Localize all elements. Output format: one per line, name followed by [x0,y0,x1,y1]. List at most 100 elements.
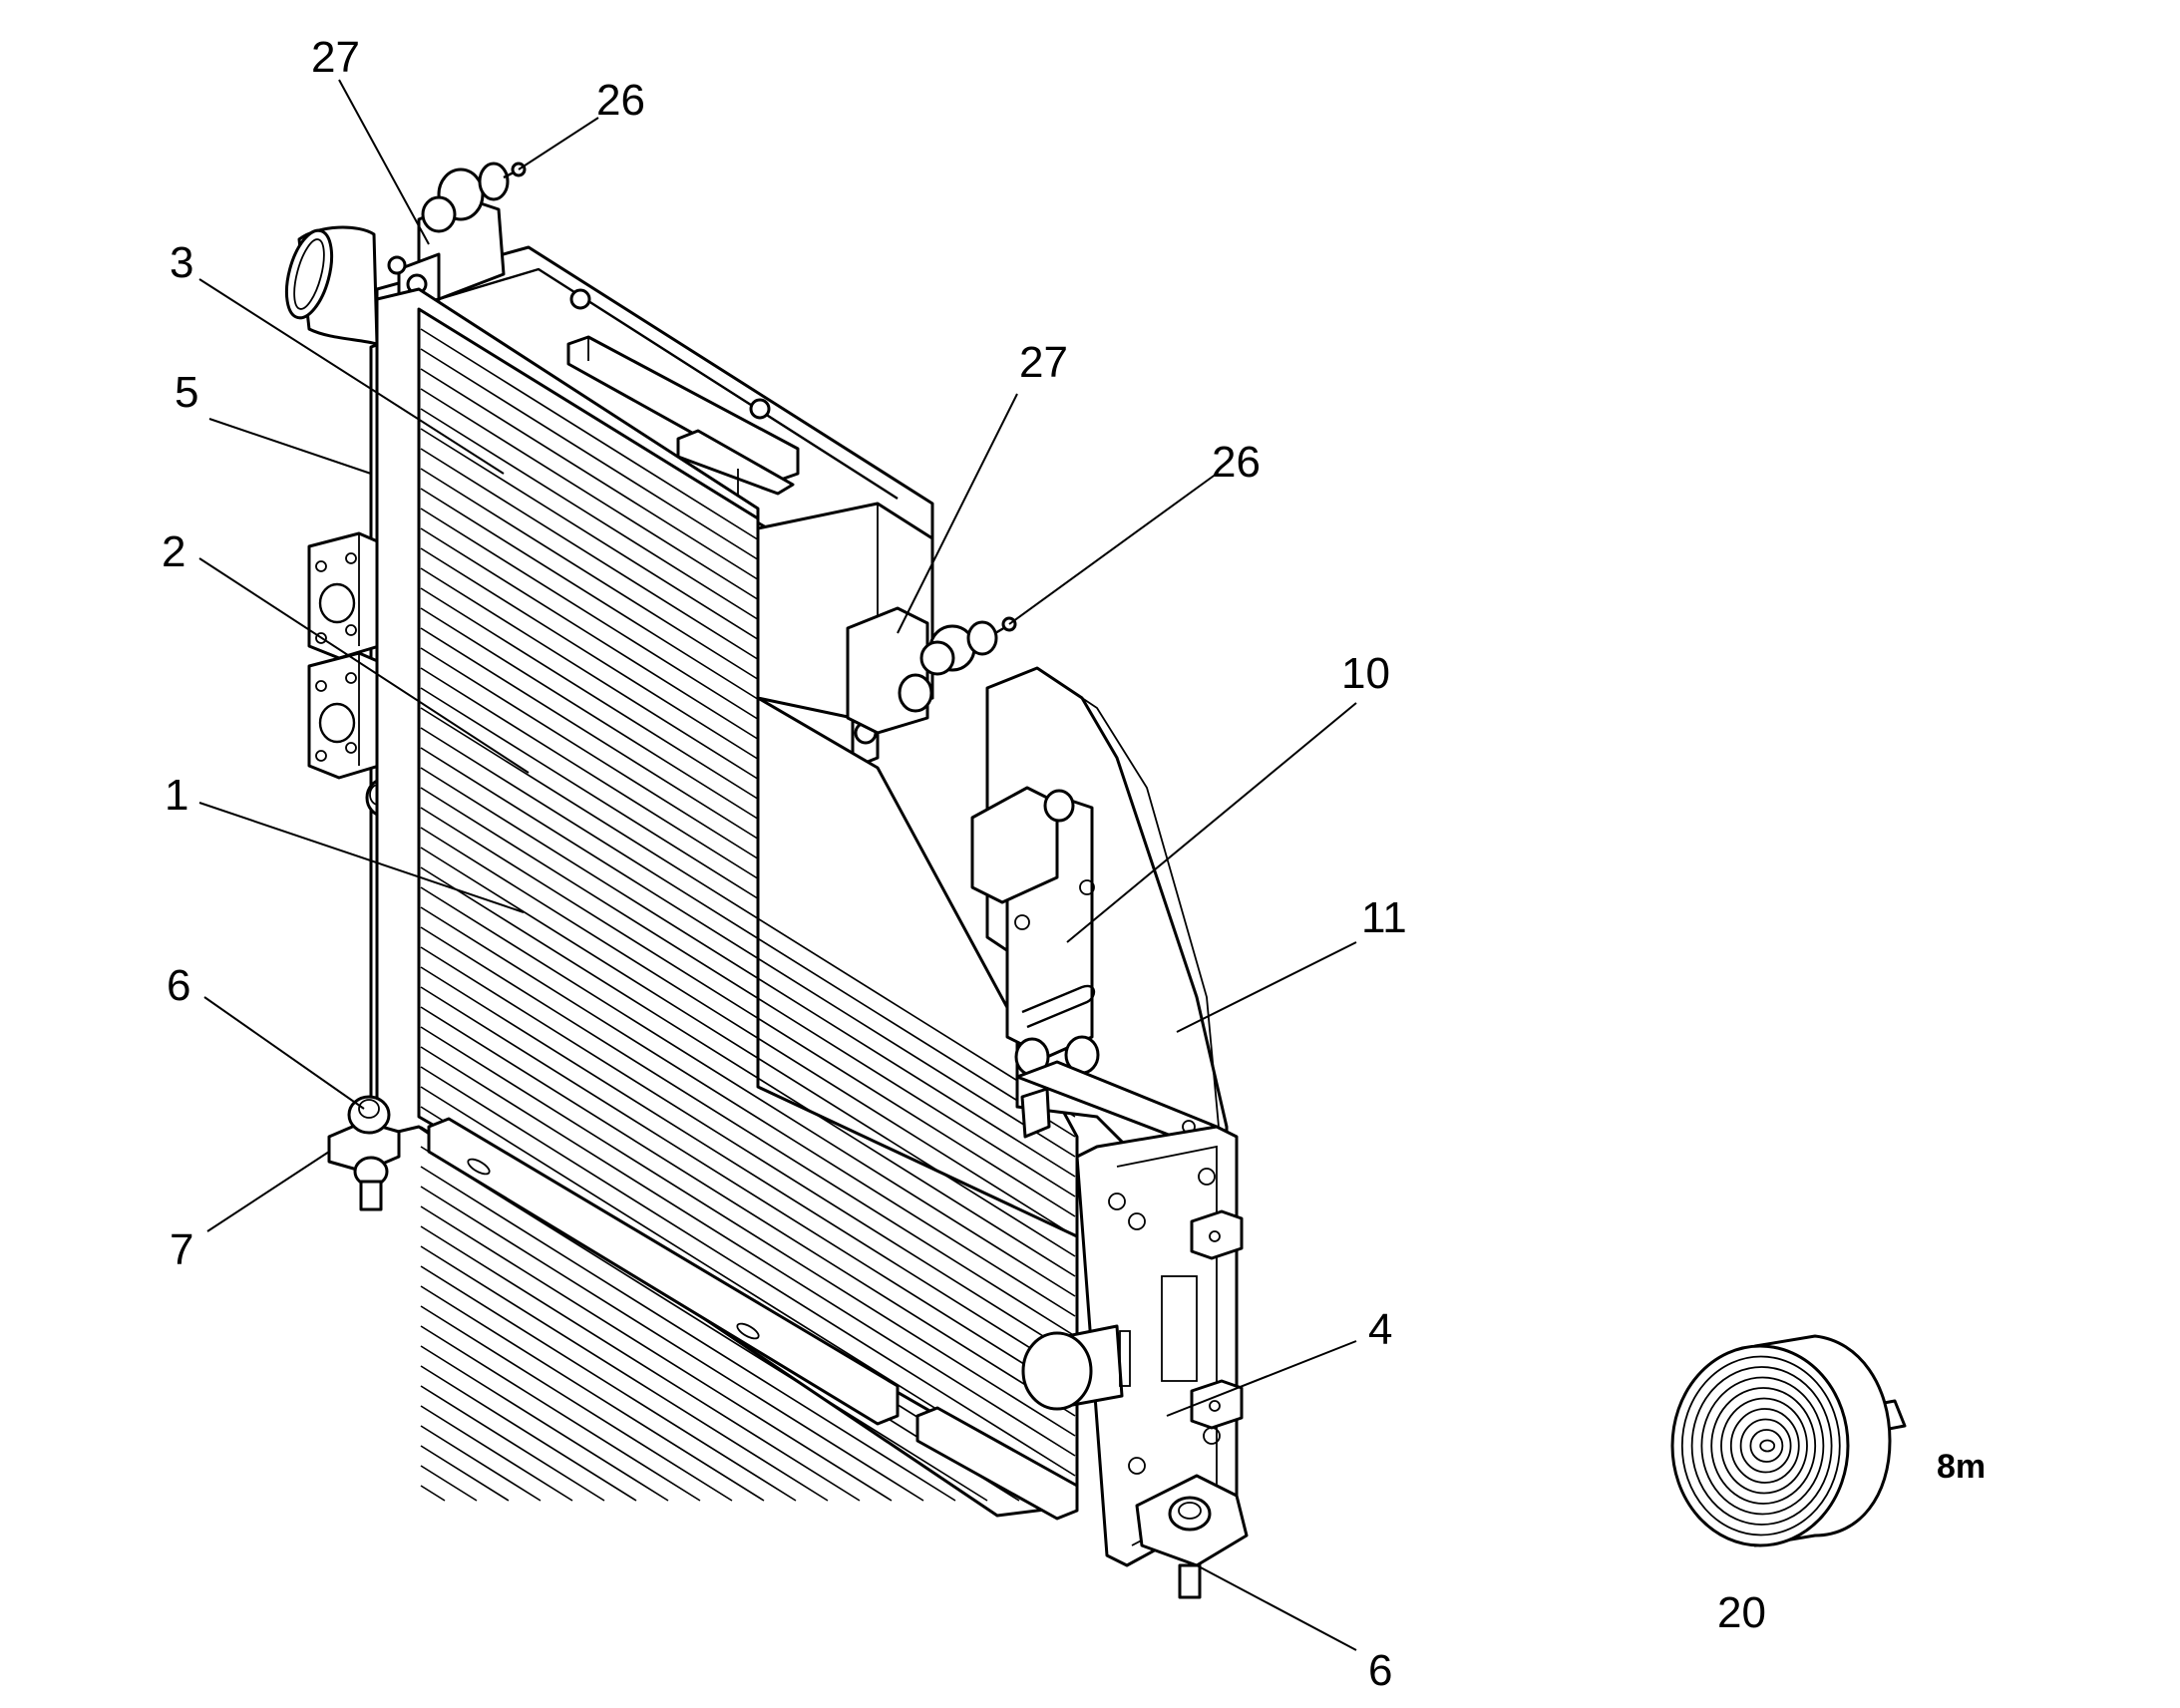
leader-26-right [1008,473,1218,625]
core-fin-line [420,886,1076,1297]
left-mount-bracket-upper [307,531,391,660]
core-fin-line [420,1245,829,1502]
core-fin-line [420,1225,861,1502]
callout-3: 3 [170,238,193,287]
leader-3 [198,278,505,475]
tape-ring [1759,1439,1776,1453]
leader-10 [1066,702,1357,943]
callout-26-top: 26 [596,76,645,125]
tape-ring [1729,1408,1800,1484]
leader-27-right [897,393,1018,634]
callout-20: 20 [1717,1588,1766,1637]
callout-26-right: 26 [1212,438,1261,487]
leader-26-top [518,117,599,171]
callout-4: 4 [1368,1305,1392,1354]
callout-10: 10 [1341,649,1390,698]
core-fin-line [420,966,1076,1377]
right-end-tank [1075,1125,1244,1567]
callout-labels: 27 26 3 5 2 1 6 7 27 26 10 11 4 6 20 8m [162,33,1986,1695]
callout-5: 5 [175,368,198,417]
callout-27-top: 27 [311,33,360,82]
tape-ring [1700,1376,1825,1516]
core-fin-line [420,607,759,820]
bottom-rail [427,1117,1079,1521]
core-fin-line [420,488,759,700]
inlet-pipe [284,225,379,346]
core-fin-line [420,707,1076,1118]
core-fin-line [420,508,759,720]
core-fin-line [420,1345,669,1502]
core-fin-line [420,527,759,740]
radiator-assembly [284,162,1249,1599]
right-mid-bracket [846,606,1017,735]
tape-roll [1670,1334,1907,1547]
core-fin-line [420,587,759,800]
core-fin-line [420,348,759,560]
leader-7 [206,1151,330,1232]
core-fin-line [420,627,759,840]
core-fin-line [420,1265,797,1502]
core-fins [420,328,1076,1502]
core-fin-line [420,787,1076,1197]
core-fin-line [420,1066,1076,1477]
leader-27-top [338,79,430,245]
core-fin-line [420,986,1076,1397]
core-fin-line [420,1405,573,1502]
core-fin-line [420,567,759,780]
core-fin-line [420,1325,701,1502]
tape-spiral [1680,1355,1841,1537]
core-fin-line [420,388,759,600]
callout-27-right: 27 [1019,338,1068,387]
core-fin-line [420,647,759,859]
callout-11: 11 [1361,893,1407,942]
leader-lines [198,79,1357,1651]
core-fin-line [420,926,1076,1337]
leader-6-left [203,996,365,1110]
core-fin-line [420,1046,1076,1457]
core-fin-line [420,1425,542,1502]
core-fin-line [420,946,1076,1357]
tape-ring [1749,1429,1784,1463]
bottom-left-isolator [327,1095,401,1211]
core-fin-line [420,1026,1076,1437]
core-fin-line [420,448,759,660]
core-fin-line [420,1305,733,1502]
core-fin-line [420,1006,1076,1417]
core-fin-line [420,847,1076,1257]
tape-ring [1739,1418,1792,1474]
core-fin-line [420,747,1076,1158]
core-fin-line [420,727,1076,1138]
outlet-pipe [1021,1324,1131,1411]
core-fin-line [420,328,759,540]
core-fin-line [420,1285,765,1502]
leader-1 [198,802,525,913]
core-fin-line [420,866,1076,1277]
core-fin-line [420,1385,605,1502]
tape-ring [1710,1387,1817,1505]
tape-ring [1720,1397,1808,1495]
leader-2 [198,557,530,774]
core-fin-line [420,1465,478,1502]
callout-7: 7 [170,1225,193,1274]
core-fin-line [420,687,759,899]
callout-6-left: 6 [167,961,190,1010]
callout-6-right: 6 [1368,1646,1392,1695]
core-fin-line [420,1445,510,1502]
bottom-right-bracket [1135,1474,1249,1599]
leader-4 [1166,1340,1357,1417]
core-fin-line [420,1485,446,1502]
core-fin-line [420,428,759,640]
core-fin-line [420,468,759,680]
core-fin-line [420,906,1076,1317]
leader-5 [208,418,372,475]
core-fin-line [420,807,1076,1217]
core-fin-line [420,1166,956,1502]
leader-11 [1176,941,1357,1033]
core-fin-line [420,1365,637,1502]
tape-ring [1690,1366,1833,1526]
core-fin-line [420,767,1076,1178]
core-fin-line [420,368,759,580]
callout-2: 2 [162,527,185,576]
core-fin-line [420,667,759,879]
